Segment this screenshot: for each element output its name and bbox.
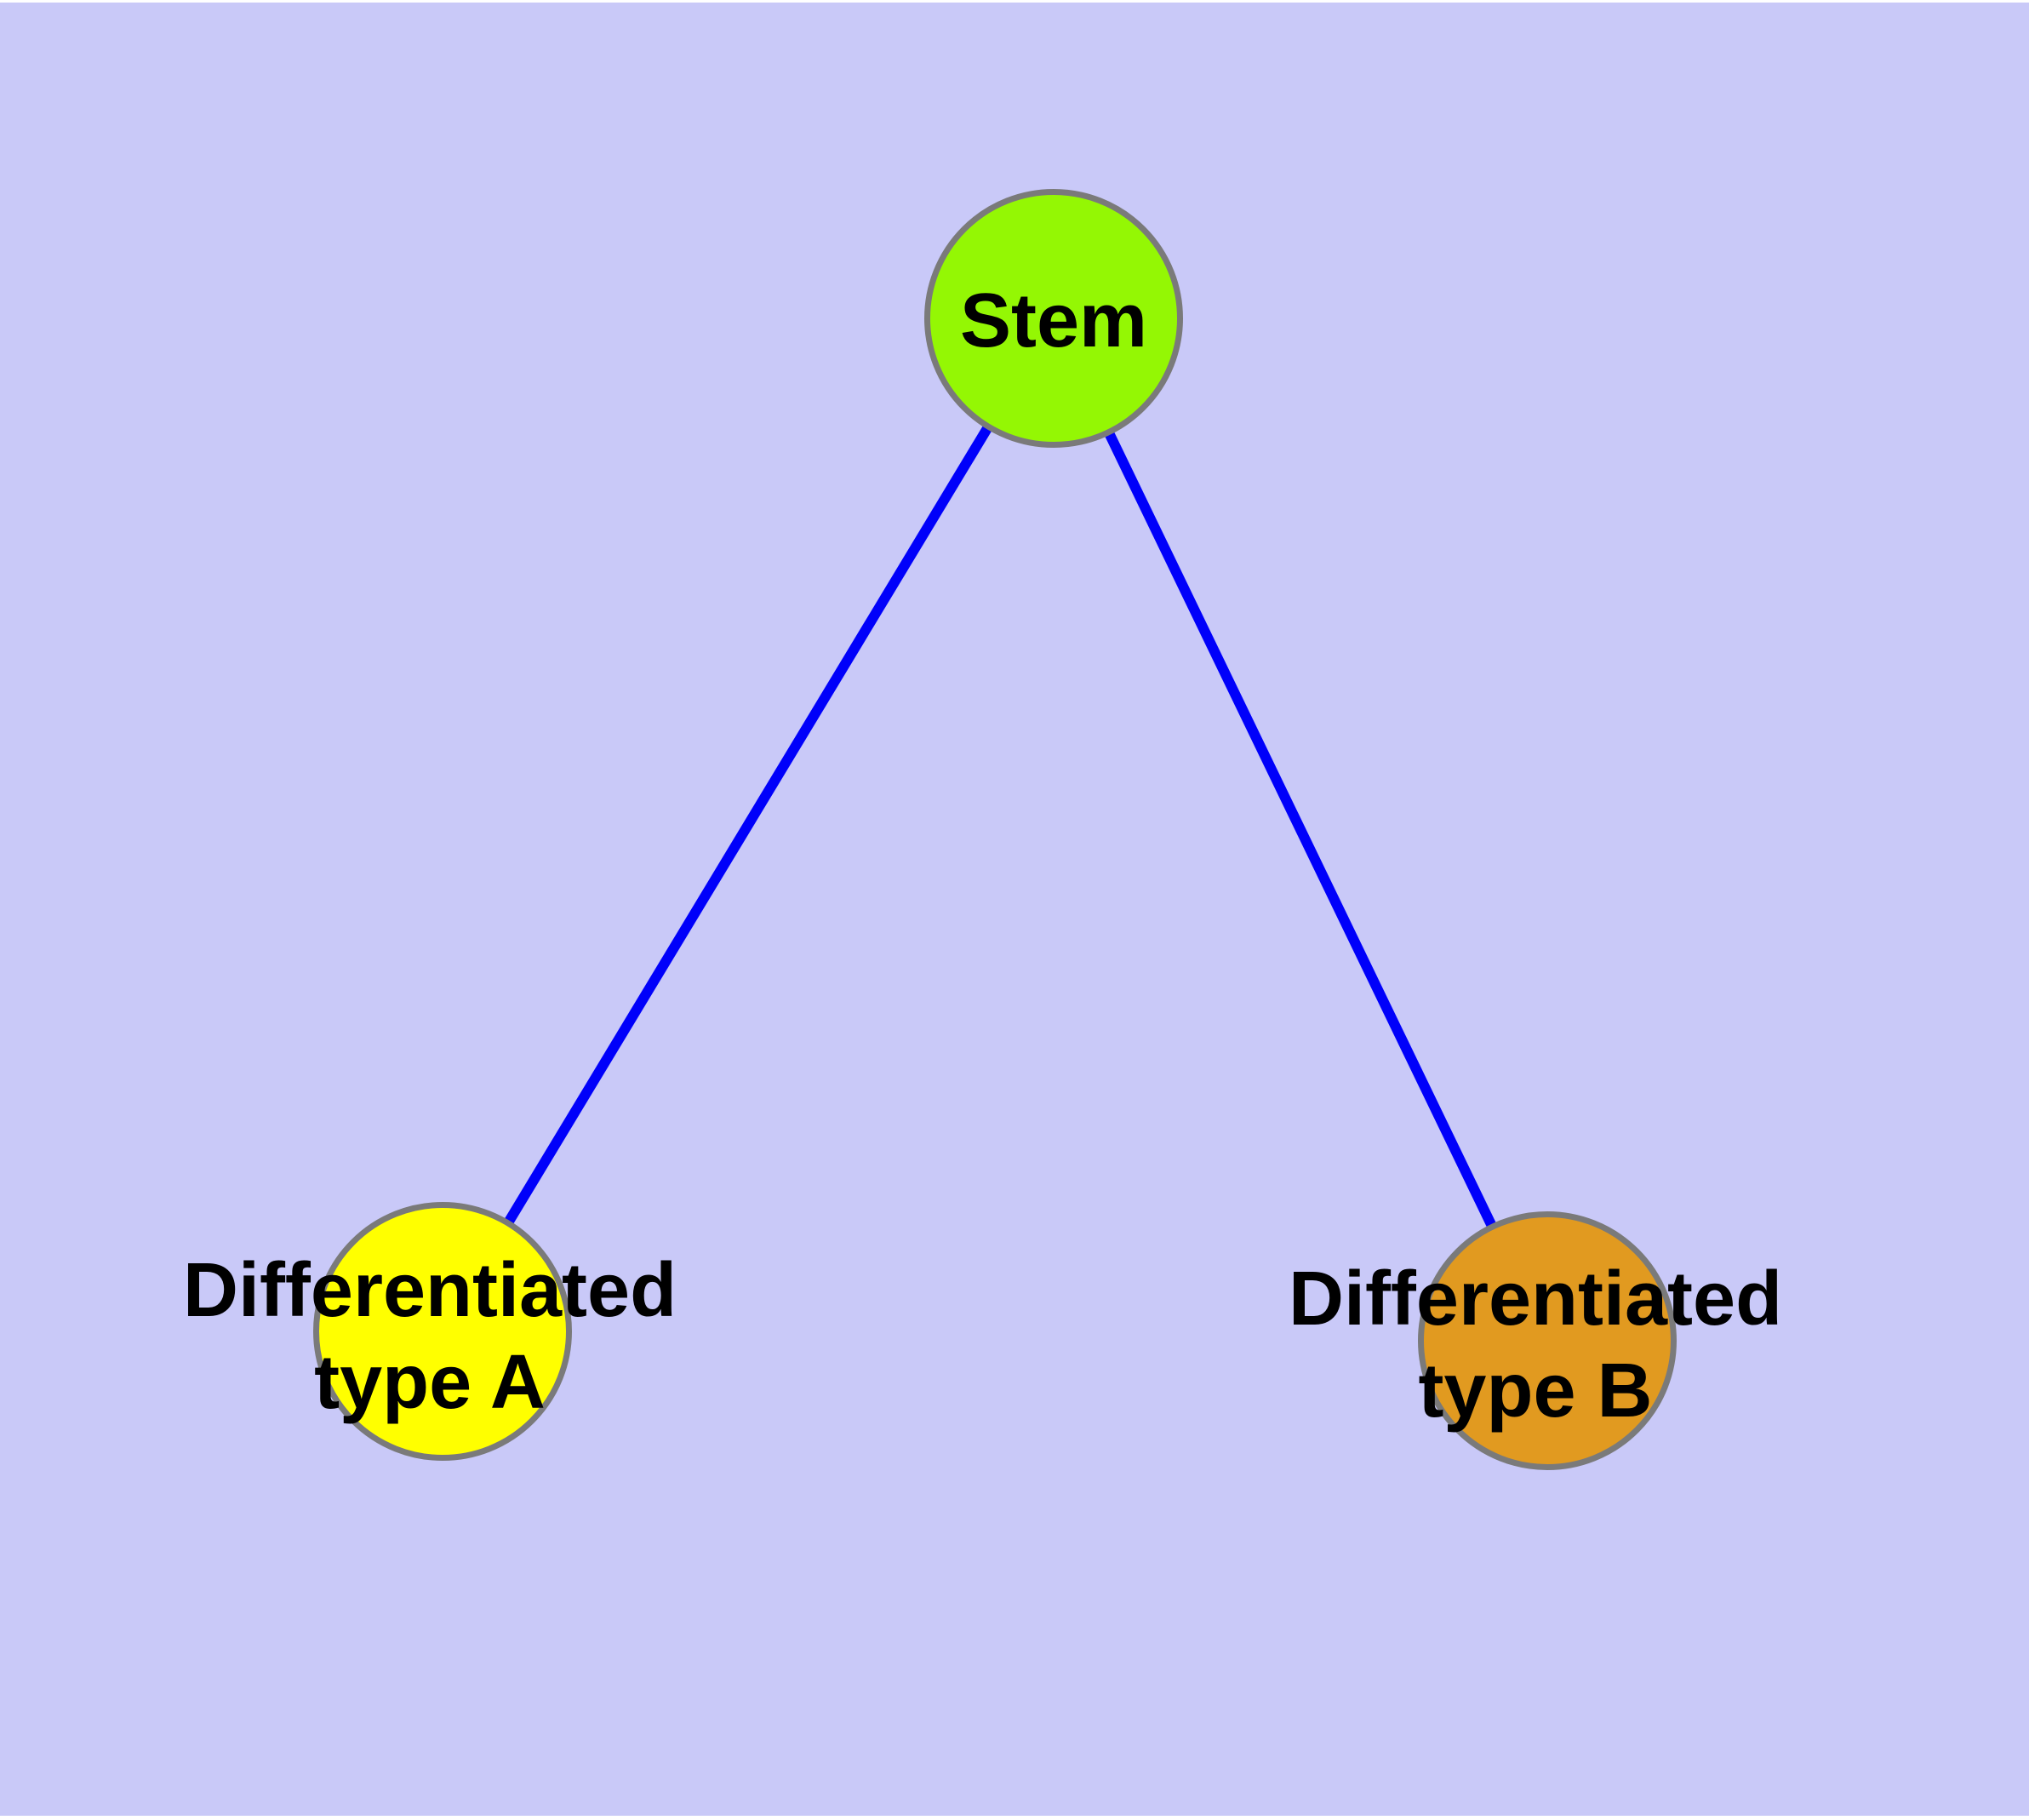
node-label-differentiated-type-b: Differentiated type B bbox=[1289, 1253, 1782, 1437]
node-label-line2: type A bbox=[314, 1340, 546, 1425]
edge-stem-to-type-b bbox=[1049, 316, 1552, 1343]
node-label-line1: Differentiated bbox=[1288, 1256, 1783, 1342]
node-label-stem: Stem bbox=[959, 278, 1148, 363]
node-label-differentiated-type-a: Differentiated type A bbox=[183, 1245, 677, 1428]
node-label-line1: Differentiated bbox=[182, 1248, 677, 1333]
node-stem bbox=[924, 189, 1183, 448]
node-differentiated-type-b bbox=[1418, 1211, 1677, 1470]
node-label-line2: type B bbox=[1418, 1348, 1653, 1434]
edge-stem-to-type-a bbox=[437, 315, 1059, 1335]
node-differentiated-type-a bbox=[313, 1202, 572, 1461]
